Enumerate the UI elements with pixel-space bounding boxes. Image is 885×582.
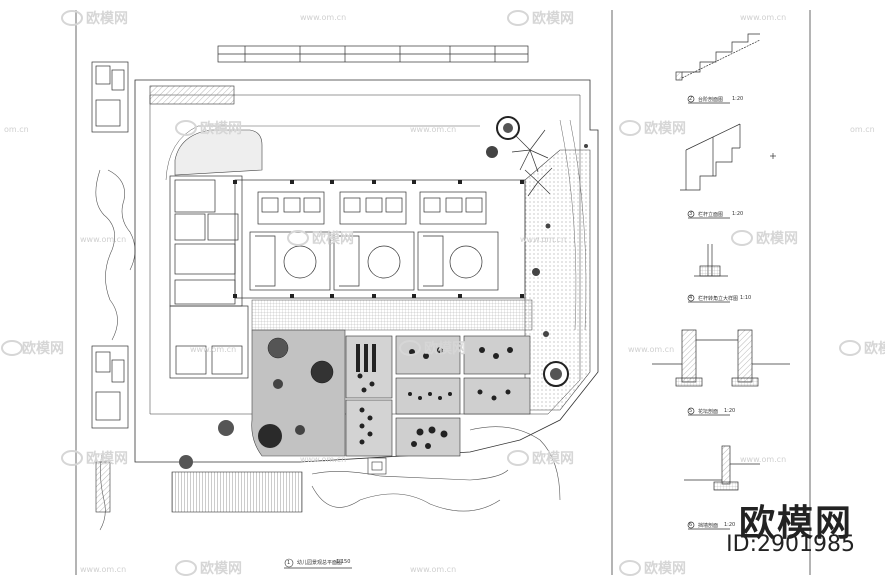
svg-text:www.om.cn: www.om.cn	[80, 235, 126, 244]
svg-text:om.cn: om.cn	[850, 125, 875, 134]
curved-lawn	[165, 125, 480, 181]
detail-title: 栏杆转角立大样图	[698, 296, 739, 302]
watermark-stamp: 欧模网	[61, 450, 128, 467]
left-buildings	[91, 61, 129, 429]
brand-logo: 欧模网	[738, 503, 853, 544]
model-id: ID:2901985	[726, 532, 855, 557]
watermark-stamp: 欧模网	[175, 560, 242, 577]
watermark-stamp: 欧模网	[619, 560, 686, 577]
detail-title: 栏杆立面图	[698, 212, 724, 218]
detail-scale: 1:20	[732, 211, 744, 217]
svg-text:www.om.cn: www.om.cn	[80, 565, 126, 574]
svg-text:欧模网: 欧模网	[532, 450, 574, 467]
watermark-stamp: 欧模网	[839, 340, 885, 357]
detail-number: 5	[689, 408, 693, 414]
svg-text:欧模网: 欧模网	[200, 120, 242, 137]
deck-band	[251, 299, 533, 331]
watermark-stamp: 欧模网	[61, 10, 128, 27]
detail-planter	[652, 329, 790, 416]
svg-text:欧模网: 欧模网	[756, 230, 798, 247]
plan-title-mark	[284, 558, 352, 569]
detail-scale: 1:10	[740, 295, 752, 301]
svg-text:www.om.cn: www.om.cn	[300, 13, 346, 22]
watermark-stamp: 欧模网	[1, 340, 64, 357]
svg-text:www.om.cn: www.om.cn	[740, 13, 786, 22]
svg-text:www.om.cn: www.om.cn	[740, 455, 786, 464]
svg-text:www.om.cn: www.om.cn	[520, 235, 566, 244]
building-columns	[233, 180, 524, 298]
sheet-frame	[75, 10, 811, 575]
main-building	[169, 175, 526, 379]
detail-title: 挡墙剖面	[698, 523, 719, 529]
svg-text:www.om.cn: www.om.cn	[628, 345, 674, 354]
detail-number: 6	[689, 522, 693, 528]
plan-scale: 1:150	[336, 559, 351, 565]
watermark-stamp: 欧模网	[507, 10, 574, 27]
svg-text:om.cn: om.cn	[4, 125, 29, 134]
detail-retaining-wall	[684, 445, 760, 530]
svg-text:欧模网: 欧模网	[424, 340, 466, 357]
plan-title: 幼儿园景观总平面图	[297, 560, 343, 566]
detail-number: 4	[689, 295, 693, 301]
watermark-stamp: 欧模网	[731, 230, 798, 247]
svg-text:www.om.cn: www.om.cn	[410, 125, 456, 134]
svg-text:欧模网: 欧模网	[86, 450, 128, 467]
detail-scale: 1:20	[724, 408, 736, 414]
south-curves	[311, 426, 561, 512]
svg-text:欧模网: 欧模网	[312, 230, 354, 247]
detail-scale: 1:20	[724, 522, 736, 528]
watermark-stamp: 欧模网	[175, 120, 242, 137]
svg-text:www.om.cn: www.om.cn	[410, 565, 456, 574]
east-path-curves	[559, 119, 587, 331]
svg-text:www.om.cn: www.om.cn	[300, 455, 346, 464]
detail-railing-corner	[687, 244, 730, 303]
watermark-domains: www.om.cn www.om.cn om.cn www.om.cn om.c…	[4, 13, 875, 574]
watermark-stamp: 欧模网	[507, 450, 574, 467]
svg-text:欧模网: 欧模网	[532, 10, 574, 27]
watermark-stamp: 欧模网	[287, 230, 354, 247]
detail-stair-section	[675, 33, 761, 104]
play-equipment	[356, 344, 513, 449]
svg-text:欧模网: 欧模网	[22, 340, 64, 357]
detail-title: 台阶剖面图	[698, 97, 724, 103]
detail-number: 2	[689, 96, 693, 102]
trees	[179, 116, 588, 469]
south-entrance	[95, 457, 387, 513]
svg-text:www.om.cn: www.om.cn	[190, 345, 236, 354]
svg-text:欧模网: 欧模网	[644, 560, 686, 577]
detail-number: 3	[689, 211, 693, 217]
svg-text:欧模网: 欧模网	[200, 560, 242, 577]
detail-title: 花坛剖面	[698, 409, 719, 415]
watermark-stamp: 欧模网	[399, 340, 466, 357]
palm-cluster	[511, 129, 553, 197]
detail-railing	[680, 123, 776, 219]
svg-text:欧模网: 欧模网	[864, 340, 885, 357]
watermark-layer: 欧模网 欧模网 欧模网 欧模网 欧模网 欧模网 欧模网 欧模网	[1, 10, 885, 577]
entrance-canopy	[149, 85, 235, 105]
watermark-stamp: 欧模网	[619, 120, 686, 137]
svg-text:欧模网: 欧模网	[86, 10, 128, 27]
svg-text:欧模网: 欧模网	[644, 120, 686, 137]
detail-scale: 1:20	[732, 96, 744, 102]
plan-number: 1	[287, 560, 291, 566]
top-building-strip	[217, 45, 529, 63]
